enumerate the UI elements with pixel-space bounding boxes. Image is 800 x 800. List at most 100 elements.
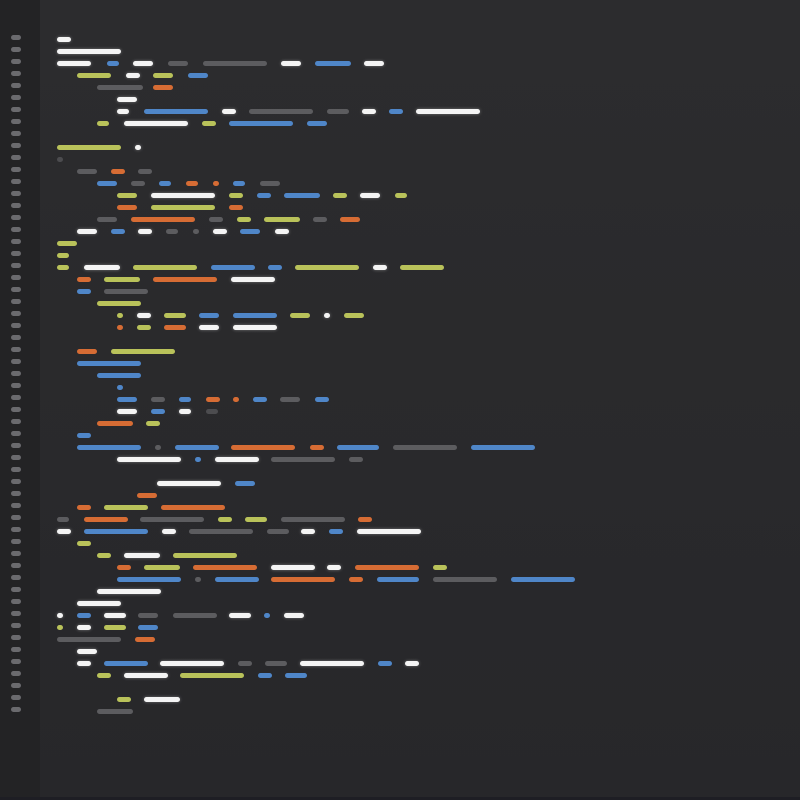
code-token-yellow: [111, 349, 175, 354]
code-token-white: [151, 193, 215, 198]
code-token-white: [137, 313, 151, 318]
code-token-blue: [84, 529, 148, 534]
code-token-gray: [97, 217, 117, 222]
code-token-orange: [349, 577, 363, 582]
code-token-yellow: [57, 241, 77, 246]
code-token-orange: [193, 565, 257, 570]
code-token-white: [77, 229, 97, 234]
line-number: [11, 359, 21, 364]
code-token-white: [84, 265, 120, 270]
line-number: [11, 119, 21, 124]
code-token-orange: [355, 565, 419, 570]
code-token-yellow: [433, 565, 447, 570]
line-number: [11, 179, 21, 184]
line-number: [11, 527, 21, 532]
line-number: [11, 131, 21, 136]
code-token-blue: [199, 313, 219, 318]
code-token-white: [77, 601, 121, 606]
code-token-white: [373, 265, 387, 270]
line-number: [11, 431, 21, 436]
code-token-orange: [84, 517, 128, 522]
code-token-orange: [137, 493, 157, 498]
code-token-blue: [77, 289, 91, 294]
code-token-white: [77, 625, 91, 630]
code-token-white: [229, 613, 251, 618]
code-token-white: [135, 145, 141, 150]
code-token-blue: [389, 109, 403, 114]
code-token-yellow: [97, 673, 111, 678]
code-token-yellow: [97, 301, 141, 306]
code-token-yellow: [344, 313, 364, 318]
code-token-gray: [168, 61, 188, 66]
code-token-blue: [117, 577, 181, 582]
code-token-white: [117, 109, 129, 114]
code-token-yellow: [333, 193, 347, 198]
code-token-blue: [315, 397, 329, 402]
code-token-white: [57, 61, 91, 66]
code-token-gray: [151, 397, 165, 402]
code-token-blue: [211, 265, 255, 270]
code-token-yellow: [97, 553, 111, 558]
code-token-blue: [77, 433, 91, 438]
code-token-gray: [166, 229, 178, 234]
code-token-yellow: [245, 517, 267, 522]
code-token-yellow: [400, 265, 444, 270]
code-token-blue: [77, 613, 91, 618]
code-token-blue: [233, 181, 245, 186]
code-token-white: [364, 61, 384, 66]
code-token-gray: [281, 517, 345, 522]
code-token-orange: [186, 181, 198, 186]
code-token-yellow: [133, 265, 197, 270]
code-token-white: [357, 529, 421, 534]
code-token-orange: [131, 217, 195, 222]
code-token-gray: [57, 637, 121, 642]
code-token-yellow: [104, 505, 148, 510]
code-token-yellow: [104, 277, 140, 282]
code-token-white: [57, 49, 121, 54]
code-token-gray: [203, 61, 267, 66]
line-number: [11, 467, 21, 472]
code-token-blue: [257, 193, 271, 198]
code-token-white: [57, 529, 71, 534]
code-token-white: [300, 661, 364, 666]
code-token-blue: [307, 121, 327, 126]
code-token-white: [416, 109, 480, 114]
code-token-white: [199, 325, 219, 330]
code-token-yellow: [264, 217, 300, 222]
code-token-orange: [233, 397, 239, 402]
line-number: [11, 551, 21, 556]
code-token-white: [324, 313, 330, 318]
line-number: [11, 671, 21, 676]
code-token-yellow: [146, 421, 160, 426]
code-token-gray: [57, 517, 69, 522]
code-token-gray: [433, 577, 497, 582]
code-token-yellow: [237, 217, 251, 222]
code-token-white: [124, 673, 168, 678]
code-token-yellow: [77, 541, 91, 546]
code-token-gray: [138, 169, 152, 174]
code-token-orange: [135, 637, 155, 642]
code-token-gray: [193, 229, 199, 234]
line-number: [11, 695, 21, 700]
line-number: [11, 347, 21, 352]
code-token-white: [213, 229, 227, 234]
code-token-blue: [233, 313, 277, 318]
code-token-blue: [151, 409, 165, 414]
code-token-blue: [315, 61, 351, 66]
line-number: [11, 647, 21, 652]
code-token-blue: [104, 661, 148, 666]
code-token-yellow: [153, 73, 173, 78]
code-token-blue: [188, 73, 208, 78]
line-number: [11, 659, 21, 664]
code-token-orange: [164, 325, 186, 330]
code-token-gray: [140, 517, 204, 522]
code-token-gray: [393, 445, 457, 450]
code-token-white: [124, 121, 188, 126]
code-token-yellow: [164, 313, 186, 318]
code-token-gray: [195, 577, 201, 582]
code-token-white: [144, 697, 180, 702]
code-token-white: [77, 649, 97, 654]
code-token-orange: [161, 505, 225, 510]
